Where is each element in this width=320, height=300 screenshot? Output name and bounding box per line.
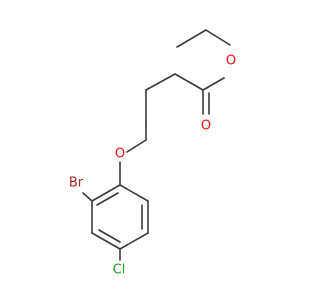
bond-ring-bromine [82,192,93,202]
ring-bond-c1-c2 [91,184,121,202]
bond-ester-o-carbonyl-c [202,77,225,91]
structure-canvas: O O O Br Cl [69,29,236,278]
atom-label-bromine: Br [69,176,84,191]
ring-bond-c6-c1 [119,184,149,202]
bond-ethyl-ch2-o [205,29,231,46]
bond-chain-1 [174,73,204,91]
bond-chain-5 [126,139,147,153]
bond-ethyl-ch3-ch2 [176,29,207,48]
molecule-diagram: O O O Br Cl [69,29,236,278]
atom-label-ether-oxygen: O [115,147,125,162]
ring-inner-bond-2 [98,229,121,243]
bond-chain-2 [145,73,176,91]
atom-label-chlorine: Cl [113,263,126,278]
ring-bond-c3-c4 [91,232,121,250]
ring-bond-c4-c5 [119,232,149,250]
atom-label-carbonyl-oxygen: O [201,119,211,134]
atom-label-ester-oxygen: O [226,54,236,69]
ring-inner-bond-1 [96,192,119,206]
